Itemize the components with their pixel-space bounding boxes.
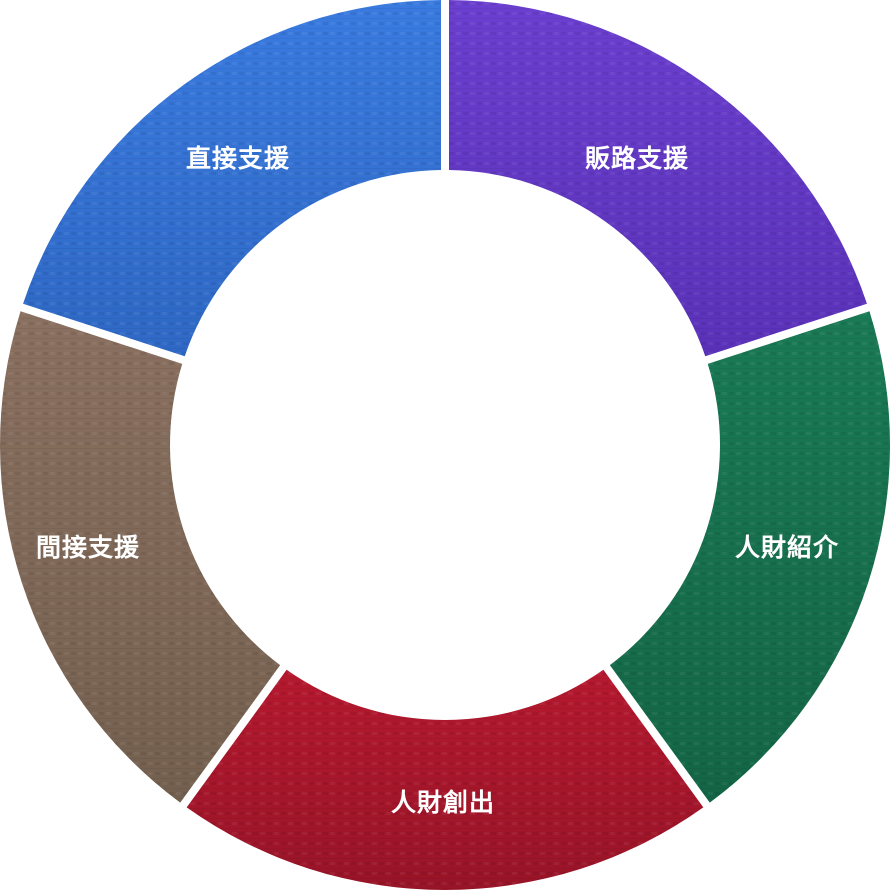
segment-direct-support-texture [23, 0, 441, 357]
segment-talent-placement-texture [609, 311, 890, 803]
segment-talent-creation-texture [186, 669, 704, 891]
segment-sales-channel-support-texture [449, 0, 867, 357]
segment-indirect-support-texture [0, 311, 281, 803]
